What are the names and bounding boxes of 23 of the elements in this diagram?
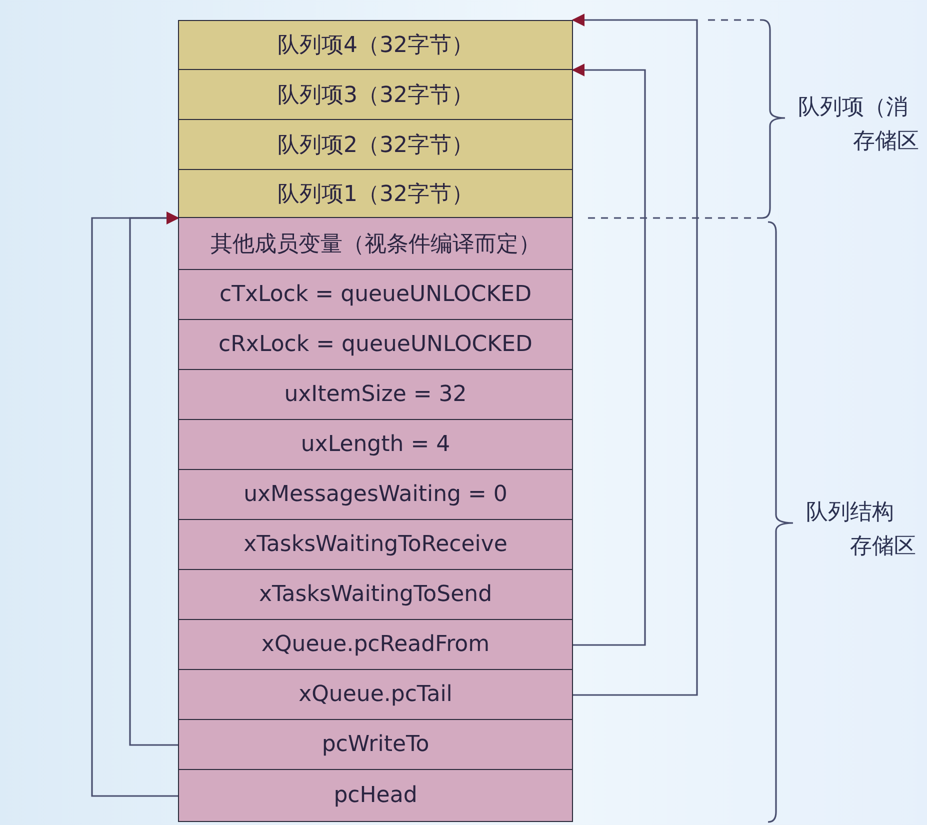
struct-field-cell: xTasksWaitingToSend (178, 570, 573, 620)
struct-field-cell: cTxLock = queueUNLOCKED (178, 270, 573, 320)
brace-label: 存储区 (850, 533, 916, 561)
struct-field-cell: pcHead (178, 770, 573, 822)
brace-label: 队列项（消 (798, 94, 908, 122)
struct-field-cell: xTasksWaitingToReceive (178, 520, 573, 570)
queue-item-cell: 队列项2（32字节） (178, 120, 573, 170)
struct-field-cell: xQueue.pcReadFrom (178, 620, 573, 670)
brace-label: 存储区 (853, 128, 919, 156)
struct-field-cell: uxItemSize = 32 (178, 370, 573, 420)
queue-item-cell: 队列项3（32字节） (178, 70, 573, 120)
pointer-arrow (91, 212, 180, 797)
queue-item-cell: 队列项4（32字节） (178, 20, 573, 70)
struct-field-cell: uxLength = 4 (178, 420, 573, 470)
struct-field-cell: pcWriteTo (178, 720, 573, 770)
queue-item-cell: 队列项1（32字节） (178, 170, 573, 218)
brace-label: 队列结构 (806, 499, 894, 527)
pointer-arrow (572, 64, 646, 646)
struct-field-cell: 其他成员变量（视条件编译而定） (178, 218, 573, 270)
pointer-arrow (572, 14, 698, 696)
struct-field-cell: xQueue.pcTail (178, 670, 573, 720)
struct-field-cell: uxMessagesWaiting = 0 (178, 470, 573, 520)
struct-field-cell: cRxLock = queueUNLOCKED (178, 320, 573, 370)
